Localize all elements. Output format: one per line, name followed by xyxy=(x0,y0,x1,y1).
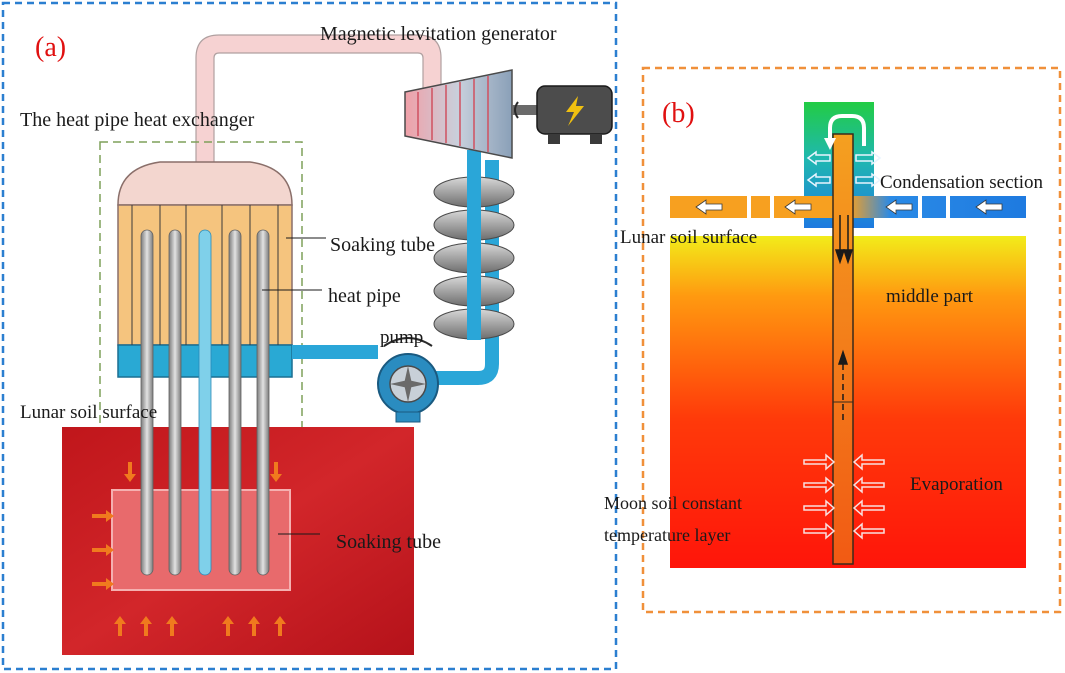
label-exchanger: The heat pipe heat exchanger xyxy=(20,109,255,131)
label-constant-layer-1: Moon soil constant xyxy=(604,493,742,513)
label-lunar-surface-b: Lunar soil surface xyxy=(620,227,757,248)
panel-b-border xyxy=(641,66,1062,614)
internal-flow-arrows xyxy=(834,215,854,420)
panel-a: (a) xyxy=(1,1,618,671)
heat-pipe-b xyxy=(832,133,854,565)
flow-bar-gaps xyxy=(747,196,950,218)
heat-pipes xyxy=(140,229,270,576)
evaporation-arrows xyxy=(803,453,885,540)
vapor-pipe-outline xyxy=(195,34,442,172)
label-evaporation: Evaporation xyxy=(910,474,1003,495)
label-condensation: Condensation section xyxy=(880,172,1044,193)
return-arrowhead xyxy=(824,138,836,150)
exchanger-dome xyxy=(117,161,293,206)
generator xyxy=(536,85,613,144)
label-middle-part: middle part xyxy=(886,286,974,307)
heat-flow-arrows xyxy=(92,462,286,636)
vapor-pipe xyxy=(196,35,441,172)
label-constant-layer-2: temperature layer xyxy=(604,525,730,545)
cooling-fins xyxy=(433,150,515,340)
label-lunar-surface-a: Lunar soil surface xyxy=(20,402,157,423)
panel-a-border xyxy=(1,1,618,671)
label-pump: pump xyxy=(380,327,423,348)
return-arrow-icon xyxy=(828,114,866,146)
condenser-arrows xyxy=(806,150,882,188)
panel-b-letter: (b) xyxy=(662,98,695,129)
label-soaking-tube-top: Soaking tube xyxy=(330,234,435,256)
soaking-tube-walls xyxy=(131,205,279,345)
label-heat-pipe: heat pipe xyxy=(328,285,401,307)
coolant-return-pipe xyxy=(436,160,499,385)
label-generator: Magnetic levitation generator xyxy=(320,23,557,45)
flow-left-arrows xyxy=(695,199,1003,215)
panel-a-letter: (a) xyxy=(35,32,66,63)
pump xyxy=(377,337,439,423)
turbine xyxy=(404,69,538,159)
label-soaking-tube-bottom: Soaking tube xyxy=(336,531,441,553)
panel-b: (b) xyxy=(604,66,1062,614)
lightning-icon xyxy=(566,96,584,126)
